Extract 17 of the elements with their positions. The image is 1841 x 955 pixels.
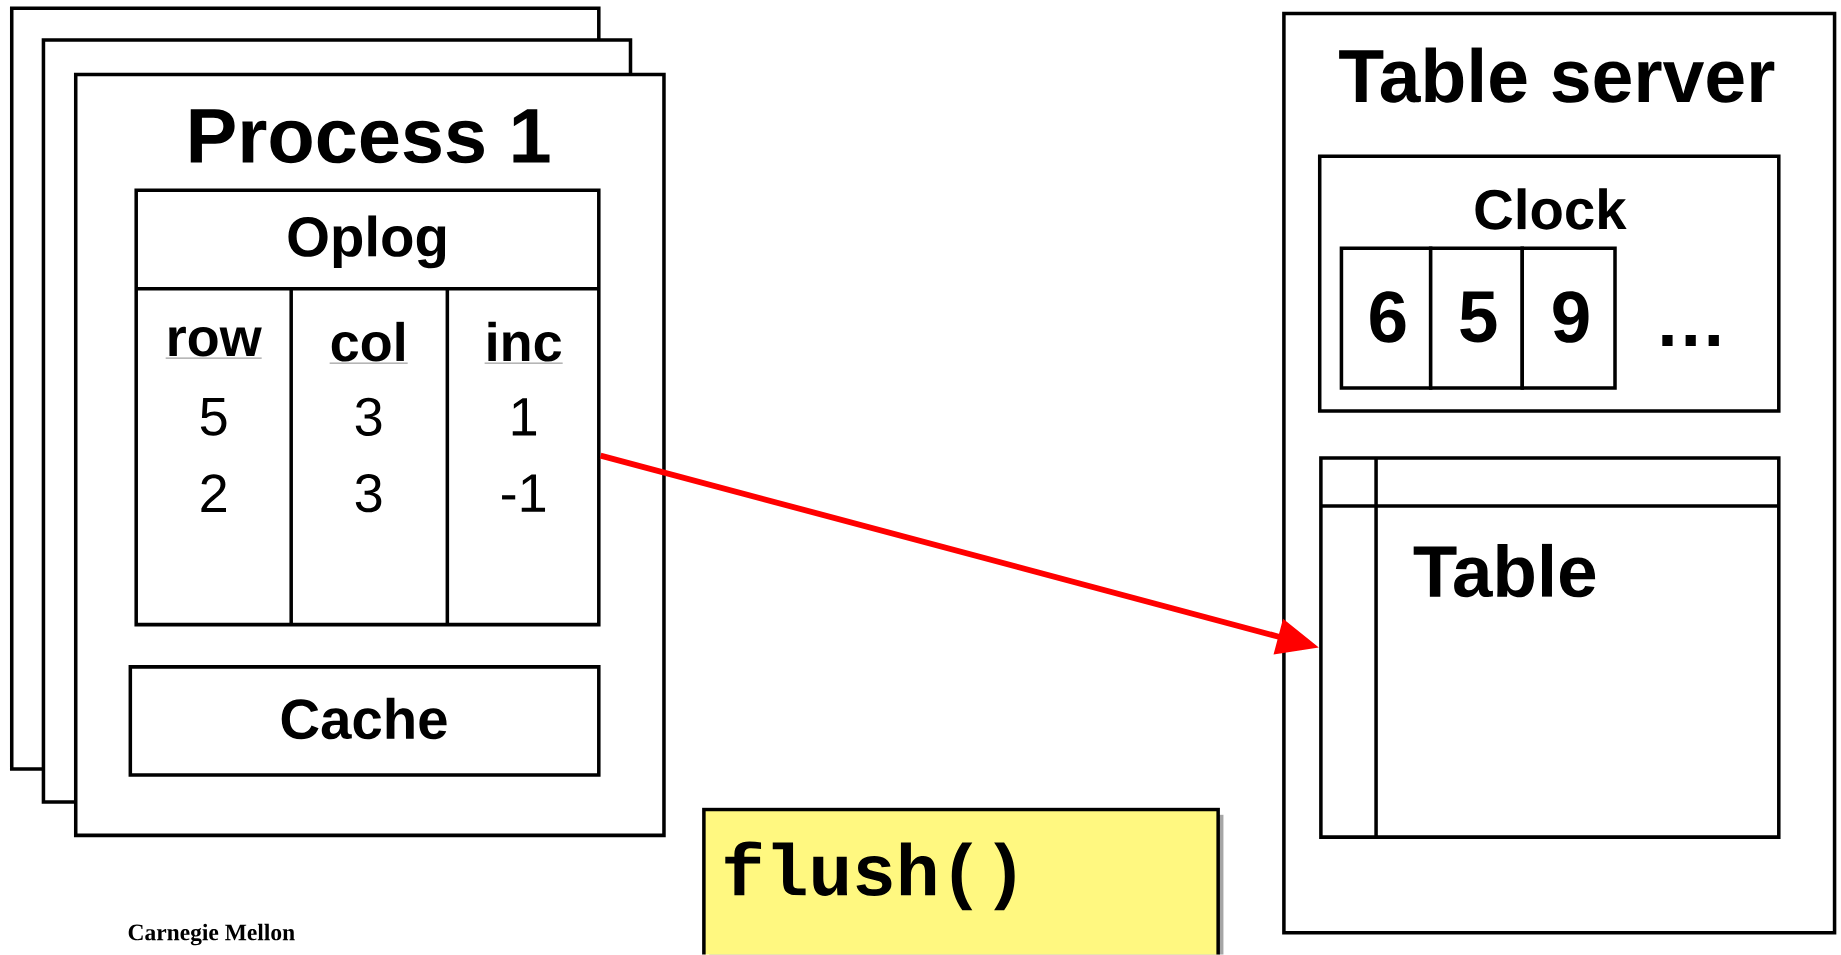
clock-cell: 5 — [1428, 246, 1524, 390]
column-header: row — [165, 327, 262, 359]
table-cell: 2 — [201, 474, 226, 513]
ellipsis: … — [1662, 335, 1719, 347]
column-header: inc — [484, 322, 563, 364]
clock-cell: 9 — [1520, 246, 1617, 390]
table-cell: 1 — [512, 398, 537, 436]
table-cell: 5 — [200, 398, 227, 436]
clock-cell: 6 — [1339, 246, 1433, 390]
table-cell: 3 — [355, 397, 382, 437]
column-header: col — [329, 322, 408, 364]
table-cell: -1 — [502, 474, 546, 512]
footer-text: Carnegie Mellon — [128, 924, 295, 946]
code-note-box: flush() — [702, 808, 1224, 955]
cache-box: Cache — [128, 665, 601, 777]
table-cell: 3 — [355, 474, 382, 513]
table-box: Table — [1319, 456, 1781, 840]
